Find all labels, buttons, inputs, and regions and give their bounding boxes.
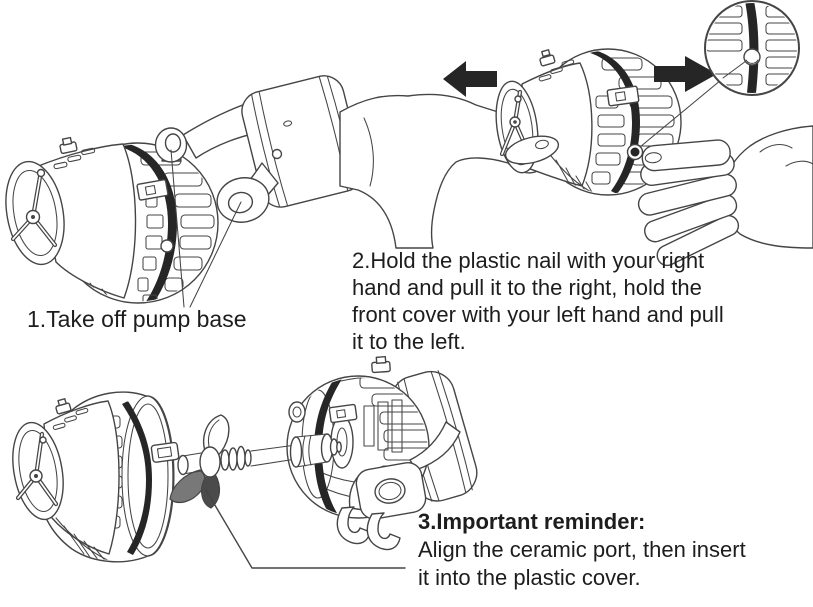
step1-label: 1.Take off pump base bbox=[27, 306, 247, 332]
impeller-shaft bbox=[169, 414, 342, 509]
step2-line: 2.Hold the plastic nail with your right bbox=[352, 248, 705, 273]
clamp bbox=[336, 421, 461, 551]
clamp-base bbox=[182, 75, 364, 223]
callout-dot bbox=[630, 147, 640, 157]
step3-line: Align the ceramic port, then insert bbox=[418, 537, 746, 562]
detail-inset bbox=[704, 0, 800, 96]
step2-caption: 2.Hold the plastic nail with your right … bbox=[352, 247, 724, 355]
arrow-left-icon bbox=[443, 61, 497, 97]
front-cover bbox=[12, 391, 180, 563]
left-fingertip bbox=[504, 135, 560, 165]
step3-line: it into the plastic cover. bbox=[418, 565, 641, 590]
figure-exploded-view bbox=[12, 355, 478, 569]
pump-body bbox=[286, 355, 478, 551]
step2-line: hand and pull it to the right, hold the bbox=[352, 275, 702, 300]
figure-pump-with-base bbox=[5, 75, 364, 308]
step1-caption: 1.Take off pump base bbox=[27, 306, 247, 333]
clamp-upper-eyelet bbox=[154, 127, 188, 163]
cover-side-tab bbox=[150, 441, 180, 463]
arrow-right-icon bbox=[654, 56, 717, 92]
step3-caption: 3.Important reminder: Align the ceramic … bbox=[418, 508, 746, 592]
right-thumb bbox=[641, 139, 731, 172]
ceramic-port bbox=[177, 454, 189, 476]
step3-title: 3.Important reminder: bbox=[418, 509, 646, 534]
clamp-lower-eyelet bbox=[216, 177, 270, 223]
step3-leader-line bbox=[205, 489, 406, 569]
step1-leader-lines bbox=[170, 149, 242, 308]
right-fingers bbox=[637, 139, 740, 267]
figure-hands-pulling bbox=[339, 0, 813, 267]
step2-line: it to the left. bbox=[352, 329, 466, 354]
plastic-nail-knob bbox=[160, 239, 174, 253]
step2-line: front cover with your left hand and pull bbox=[352, 302, 724, 327]
pump-ball bbox=[5, 127, 219, 304]
